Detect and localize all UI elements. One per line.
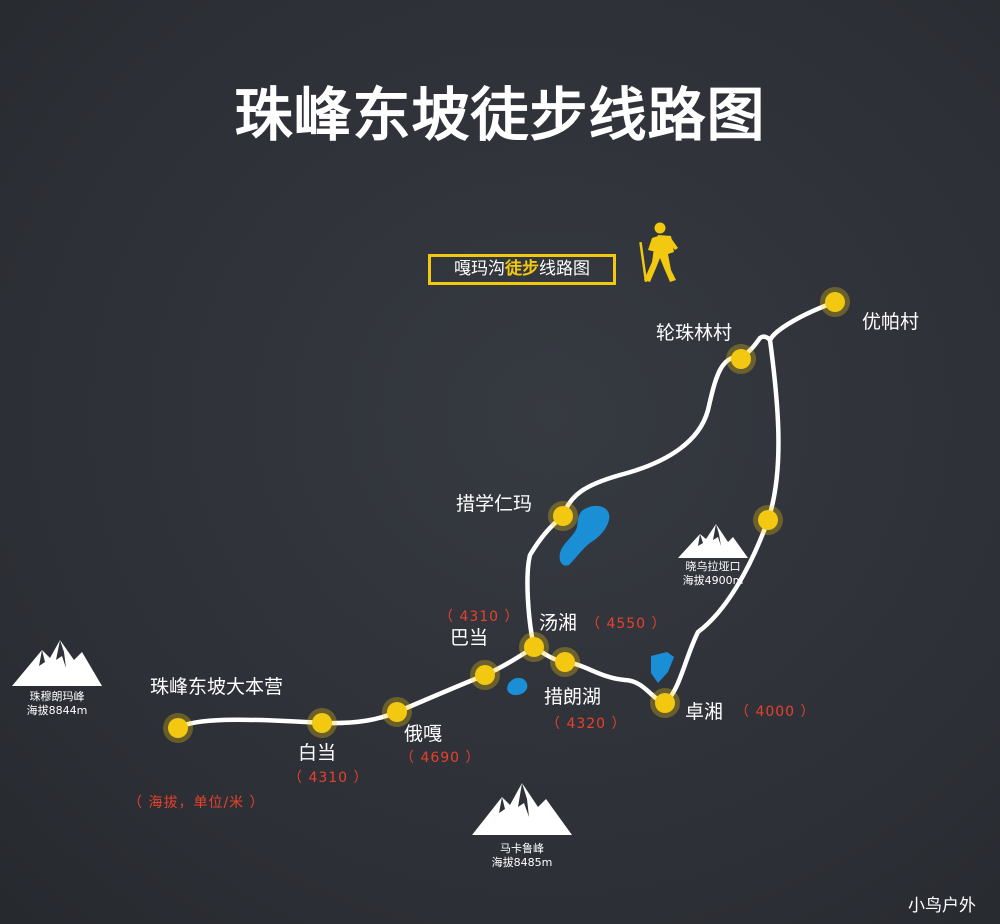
altitude-badang: （ 4310 ）: [439, 609, 520, 625]
waypoint-marker-lunzhulin: [726, 344, 756, 374]
waypoint-marker-basecamp: [163, 713, 193, 743]
waypoint-label-baidang: 白当: [298, 742, 337, 764]
page-title: 珠峰东坡徒步线路图: [234, 81, 766, 149]
lake-icon: [651, 652, 674, 683]
mountain-label-everest: 珠穆朗玛峰 海拔8844m: [12, 690, 102, 718]
altitude-ega: （ 4690 ）: [400, 750, 481, 766]
hiker-icon: [639, 222, 678, 282]
route-segment-west: [525, 334, 773, 650]
trekking-route: [175, 299, 838, 731]
waypoint-label-badang: 巴当: [450, 627, 489, 649]
waypoint-label-ega: 俄嘎: [404, 723, 443, 745]
altitude-tangxiang: （ 4550 ）: [586, 616, 667, 632]
altitude-baidang: （ 4310 ）: [288, 770, 369, 786]
waypoint-marker-ega: [382, 697, 412, 727]
waypoint-label-cuoxue: 措学仁玛: [456, 493, 533, 515]
subtitle-highlight: 徒步: [505, 259, 539, 279]
waypoint-marker-baidang: [307, 708, 337, 738]
altitude-cuolang: （ 4320 ）: [546, 716, 627, 732]
mountain-icon: [472, 783, 572, 835]
waypoint-label-lunzhulin: 轮珠林村: [656, 322, 733, 344]
mountain-label-xiaowula: 晓乌拉垭口 海拔4900m: [668, 560, 758, 588]
waypoint-marker-youpa: [820, 287, 850, 317]
mountain-altitude-makalu: 海拔8485m: [491, 856, 553, 869]
waypoint-marker-pass: [753, 505, 783, 535]
waypoint-marker-zhuoxiang: [650, 688, 680, 718]
altitude-unit-note: （ 海拔，单位/米 ）: [128, 795, 265, 811]
waypoint-marker-badang: [470, 660, 500, 690]
waypoint-marker-cuoxue: [548, 501, 578, 531]
waypoint-label-tangxiang: 汤湘: [539, 612, 578, 634]
waypoint-label-cuolang: 措朗湖: [544, 686, 602, 708]
lake-icon: [507, 677, 528, 696]
waypoint-label-basecamp: 珠峰东坡大本营: [150, 676, 284, 698]
mountain-icon: [678, 524, 748, 558]
subtitle-part2: 线路图: [539, 259, 590, 279]
mountain-label-makalu: 马卡鲁峰 海拔8485m: [472, 842, 572, 870]
watermark: 小鸟户外: [908, 896, 976, 916]
waypoint-marker-cuolang: [550, 647, 580, 677]
mountain-icon: [12, 640, 102, 686]
waypoint-label-youpa: 优帕村: [862, 311, 920, 333]
subtitle-box: 嘎玛沟徒步线路图: [428, 254, 616, 285]
subtitle-part1: 嘎玛沟: [454, 259, 505, 279]
waypoint-markers: [163, 287, 850, 743]
lake-icon: [559, 505, 610, 566]
route-segment-main: [175, 299, 838, 731]
mountain-altitude-xiaowula: 海拔4900m: [682, 574, 744, 587]
mountain-name-everest: 珠穆朗玛峰: [29, 690, 85, 703]
waypoint-marker-tangxiang: [519, 632, 549, 662]
altitude-zhuoxiang: （ 4000 ）: [735, 704, 816, 720]
mountain-name-xiaowula: 晓乌拉垭口: [685, 560, 741, 573]
mountain-name-makalu: 马卡鲁峰: [500, 842, 544, 855]
waypoint-label-zhuoxiang: 卓湘: [685, 701, 724, 723]
mountain-altitude-everest: 海拔8844m: [26, 704, 88, 717]
